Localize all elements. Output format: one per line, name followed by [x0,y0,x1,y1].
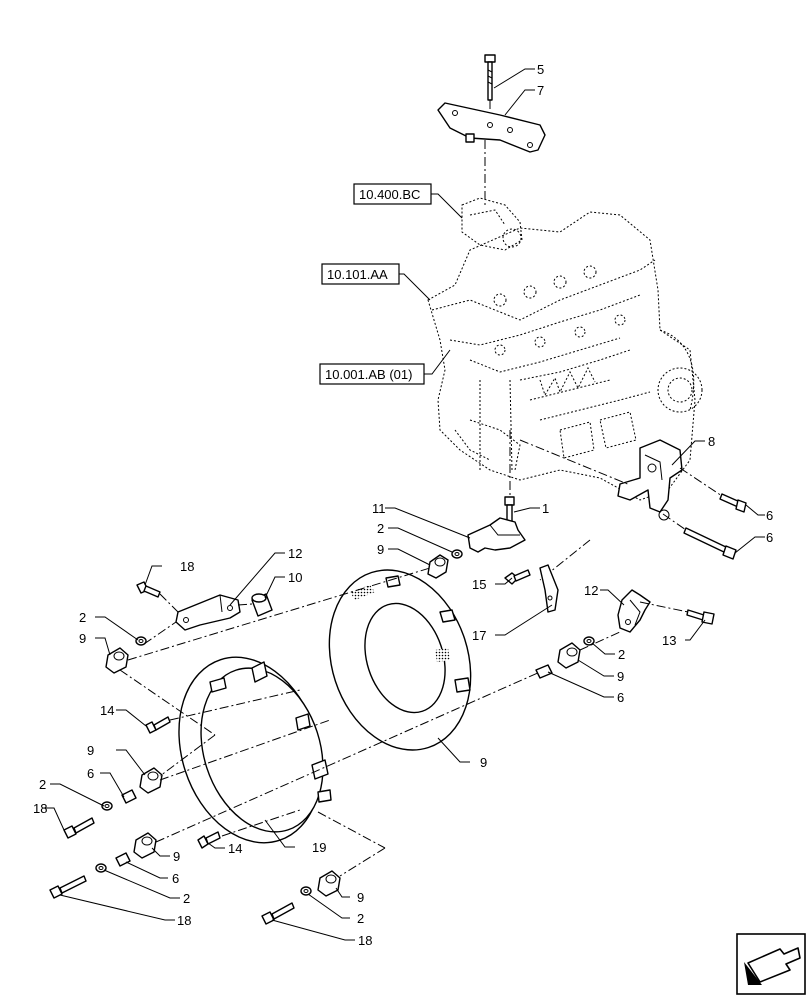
callout-16: 18 [180,559,194,574]
callout-5: 6 [766,530,773,545]
callout-19: 19 [312,840,326,855]
callout-9-right: 9 [617,669,624,684]
callout-2-left-c: 2 [183,891,190,906]
bolt-14-right [686,609,715,625]
pin-6-left-b [115,852,131,867]
pin-6-right [535,664,553,679]
turbo-assembly [461,197,523,251]
callout-11: 10 [288,570,302,585]
mount-9-bottom [317,870,341,897]
callout-1: 1 [542,501,549,516]
washer-2-right [583,636,595,646]
engine-bracket-8 [617,439,683,521]
callout-3: 5 [537,62,544,77]
callout-2-left-b: 2 [39,777,46,792]
spacer-11 [251,593,273,617]
callout-6-left-b: 6 [172,871,179,886]
callout-14-left-b: 14 [228,841,242,856]
mount-9-left-c [133,832,157,859]
assembly-lines [119,567,621,877]
washer-2-left-c [95,863,107,873]
callout-14-left-a: 14 [100,703,114,718]
callout-9-left-c: 9 [173,849,180,864]
bolt-18-left-b [49,875,87,899]
callout-2-right: 2 [618,647,625,662]
bolt-18-bottom [261,902,295,925]
callout-12-top: 11 [372,501,386,516]
washer-2-top [451,549,463,559]
callout-7: 7 [537,83,544,98]
mount-9-left-a [105,647,129,674]
callout-2-left-a: 2 [79,610,86,625]
bracket-12-top [467,517,526,553]
pin-6-left-a [121,789,137,804]
ring-19 [178,656,332,844]
mount-9-left-b [139,767,163,794]
bracket-12-right [617,589,651,633]
callout-14-right: 13 [662,633,676,648]
top-plate-7 [437,102,546,153]
arrow-left-down-icon[interactable] [736,933,806,995]
callout-18-left-b: 18 [177,913,191,928]
mount-9-right [557,642,581,669]
callout-9-bottom: 9 [357,890,364,905]
cover-disc-10 [328,569,472,751]
bolt-14-left-a [145,716,171,734]
bracket-13 [175,594,241,631]
washer-2-left-b [101,801,113,811]
callout-6-left-a: 6 [87,766,94,781]
callout-18-bottom: 18 [358,933,372,948]
reference-10-101-aa[interactable]: 10.101.AA [321,263,431,301]
mount-9-top [427,554,449,579]
washer-2-bottom [300,886,312,896]
callout-8: 8 [708,434,715,449]
callout-9-left-a: 9 [79,631,86,646]
callout-9-left-b: 9 [87,743,94,758]
callout-15: 15 [472,577,486,592]
svg-text:10.400.BC: 10.400.BC [359,187,420,202]
engine-block [427,211,703,501]
plate-17 [539,564,559,613]
callout-numbers: 5 7 8 6 6 1 11 2 9 15 17 12 13 2 9 6 9 1… [33,62,773,948]
reference-10-400-bc[interactable]: 10.400.BC [353,183,463,219]
callout-2-top: 2 [377,521,384,536]
washer-2-left-a [135,636,147,646]
callout-18-left-a: 18 [33,801,47,816]
callout-10: 9 [480,755,487,770]
bolt-16 [136,581,161,598]
svg-text:10.001.AB (01): 10.001.AB (01) [325,367,412,382]
bolt-5 [683,527,737,560]
callout-17: 17 [472,628,486,643]
svg-text:10.101.AA: 10.101.AA [327,267,388,282]
reference-10-001-ab[interactable]: 10.001.AB (01) [319,349,451,385]
bolt-18-left-a [63,817,95,839]
bolt-15 [504,569,531,585]
top-bolt-3 [484,54,496,101]
callout-leaders [44,68,765,941]
callout-9-top: 9 [377,542,384,557]
bolt-4 [719,493,747,513]
callout-2-bottom: 2 [357,911,364,926]
callout-12-right: 12 [584,583,598,598]
bolt-14-left-b [197,831,221,849]
callout-13: 12 [288,546,302,561]
callout-6-right: 6 [617,690,624,705]
callout-4: 6 [766,508,773,523]
